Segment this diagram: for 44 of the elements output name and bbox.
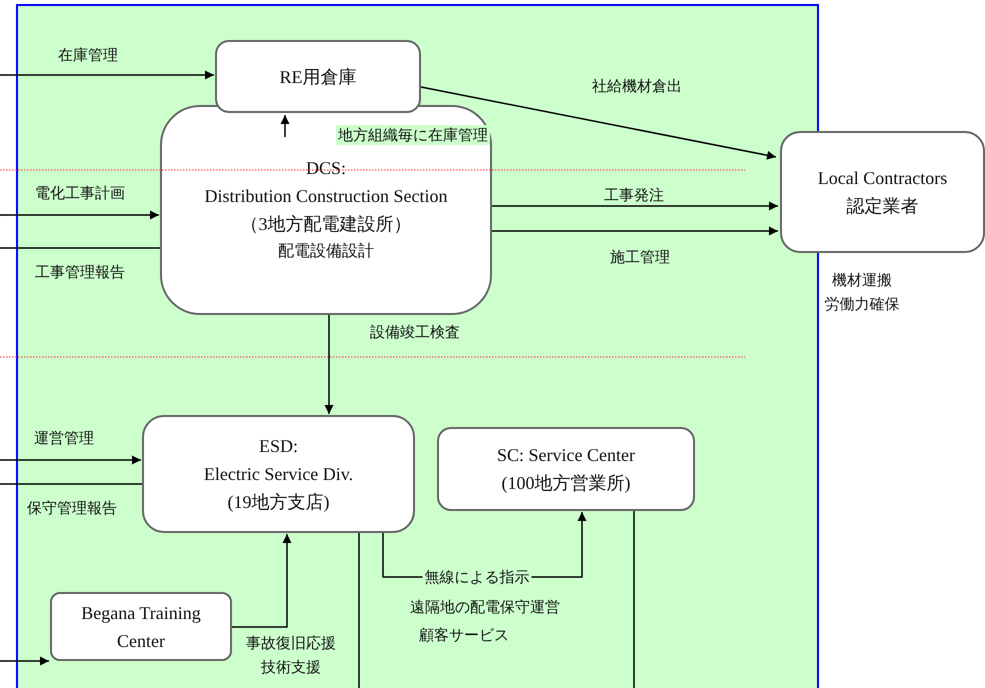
node-text: ESD: Electric Service Div. xyxy=(204,435,354,486)
edge-label: 保守管理報告 xyxy=(25,498,119,518)
arrow xyxy=(324,315,334,414)
node-text: (100地方営業所) xyxy=(502,472,630,495)
note-text: 労働力確保 xyxy=(824,294,900,314)
rounded-box xyxy=(50,592,232,661)
edge-label: 無線による指示 xyxy=(422,567,532,587)
edge-label: 工事発注 xyxy=(602,185,666,205)
edge-label: 運営管理 xyxy=(32,428,96,448)
node-text: Local Contractors xyxy=(818,167,948,190)
node-text: (19地方支店) xyxy=(228,491,330,514)
connector-line xyxy=(633,511,635,688)
connector-line xyxy=(0,247,160,249)
edge-label: 在庫管理 xyxy=(56,45,120,65)
edge-label: 地方組織毎に在庫管理 xyxy=(336,125,490,145)
arrow xyxy=(492,226,778,236)
node-text: RE用倉庫 xyxy=(279,66,356,88)
node-text: 配電設備設計 xyxy=(278,242,374,262)
edge-label: 設備竣工検査 xyxy=(368,322,462,342)
node-text: 認定業者 xyxy=(846,195,918,218)
arrow xyxy=(420,86,776,160)
arrow xyxy=(0,456,141,464)
note-text: 顧客サービス xyxy=(419,625,509,645)
edge-label: 工事管理報告 xyxy=(33,262,127,282)
node-text: SC: Service Center xyxy=(497,444,635,467)
rounded-box xyxy=(142,415,415,533)
arrow xyxy=(0,656,49,666)
rounded-box xyxy=(437,427,695,511)
node-text: Begana Training Center xyxy=(80,602,202,652)
rounded-box xyxy=(215,40,421,113)
node-text: （3地方配電建設所） xyxy=(240,213,412,236)
connector-line xyxy=(0,483,142,485)
rounded-box xyxy=(160,105,492,315)
note-text: 機材運搬 xyxy=(832,270,892,290)
arrow xyxy=(492,202,778,210)
arrow xyxy=(280,115,290,137)
edge-label: 施工管理 xyxy=(608,247,672,267)
rounded-box xyxy=(780,131,985,253)
arrow xyxy=(232,534,292,628)
arrow xyxy=(0,210,159,220)
node-text: DCS: Distribution Construction Section xyxy=(204,157,448,208)
arrow xyxy=(0,70,214,80)
note-text: 遠隔地の配電保守運営 xyxy=(410,597,560,617)
connector-line xyxy=(358,533,360,688)
